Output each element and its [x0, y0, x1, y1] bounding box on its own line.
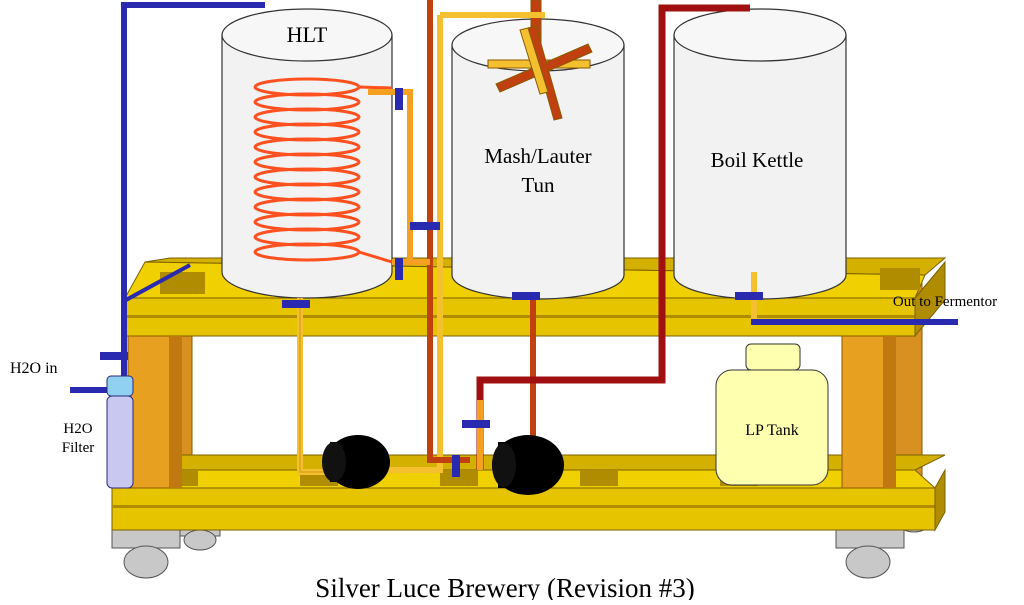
valve-mlt-inlet — [410, 222, 440, 230]
caster-front-right — [835, 529, 905, 579]
boil-kettle-label: Boil Kettle — [711, 148, 804, 172]
h2o-filter — [106, 375, 134, 489]
pumps — [322, 435, 564, 495]
hlt-label: HLT — [287, 22, 328, 47]
valve-bk-outlet — [735, 292, 763, 300]
filter-label-line1: H2O — [63, 421, 92, 437]
front-legs — [127, 335, 896, 489]
valve-hlt-return — [395, 88, 403, 110]
filter-label-line2: Filter — [62, 440, 95, 456]
valve-water-inlet — [100, 352, 128, 360]
mash-label-line1: Mash/Lauter — [484, 144, 591, 168]
boil-kettle — [673, 8, 847, 300]
sparge-arm — [487, 0, 593, 121]
pump-right — [492, 435, 564, 495]
hlt-heat-coil — [253, 77, 393, 264]
hlt-return-pipe — [368, 89, 413, 260]
h2o-in-label: H2O in — [10, 360, 58, 377]
valve-hlt-outlet — [282, 300, 310, 308]
valve-pump-junction — [452, 455, 460, 477]
valve-pump-loop — [462, 420, 490, 428]
mash-label-line2: Tun — [521, 173, 555, 197]
pump-left — [322, 435, 390, 489]
caption: Silver Luce Brewery (Revision #3) — [315, 573, 694, 600]
valve-mlt-outlet — [512, 292, 540, 300]
fermentor-label: Out to Fermentor — [893, 294, 997, 310]
valves — [100, 88, 763, 477]
valve-hlt-coil-out — [395, 258, 403, 280]
caster-front-left — [111, 529, 181, 579]
water-inlet-pipe — [121, 2, 265, 380]
lp-tank-label: LP Tank — [745, 422, 799, 439]
lp-tank — [715, 343, 829, 486]
